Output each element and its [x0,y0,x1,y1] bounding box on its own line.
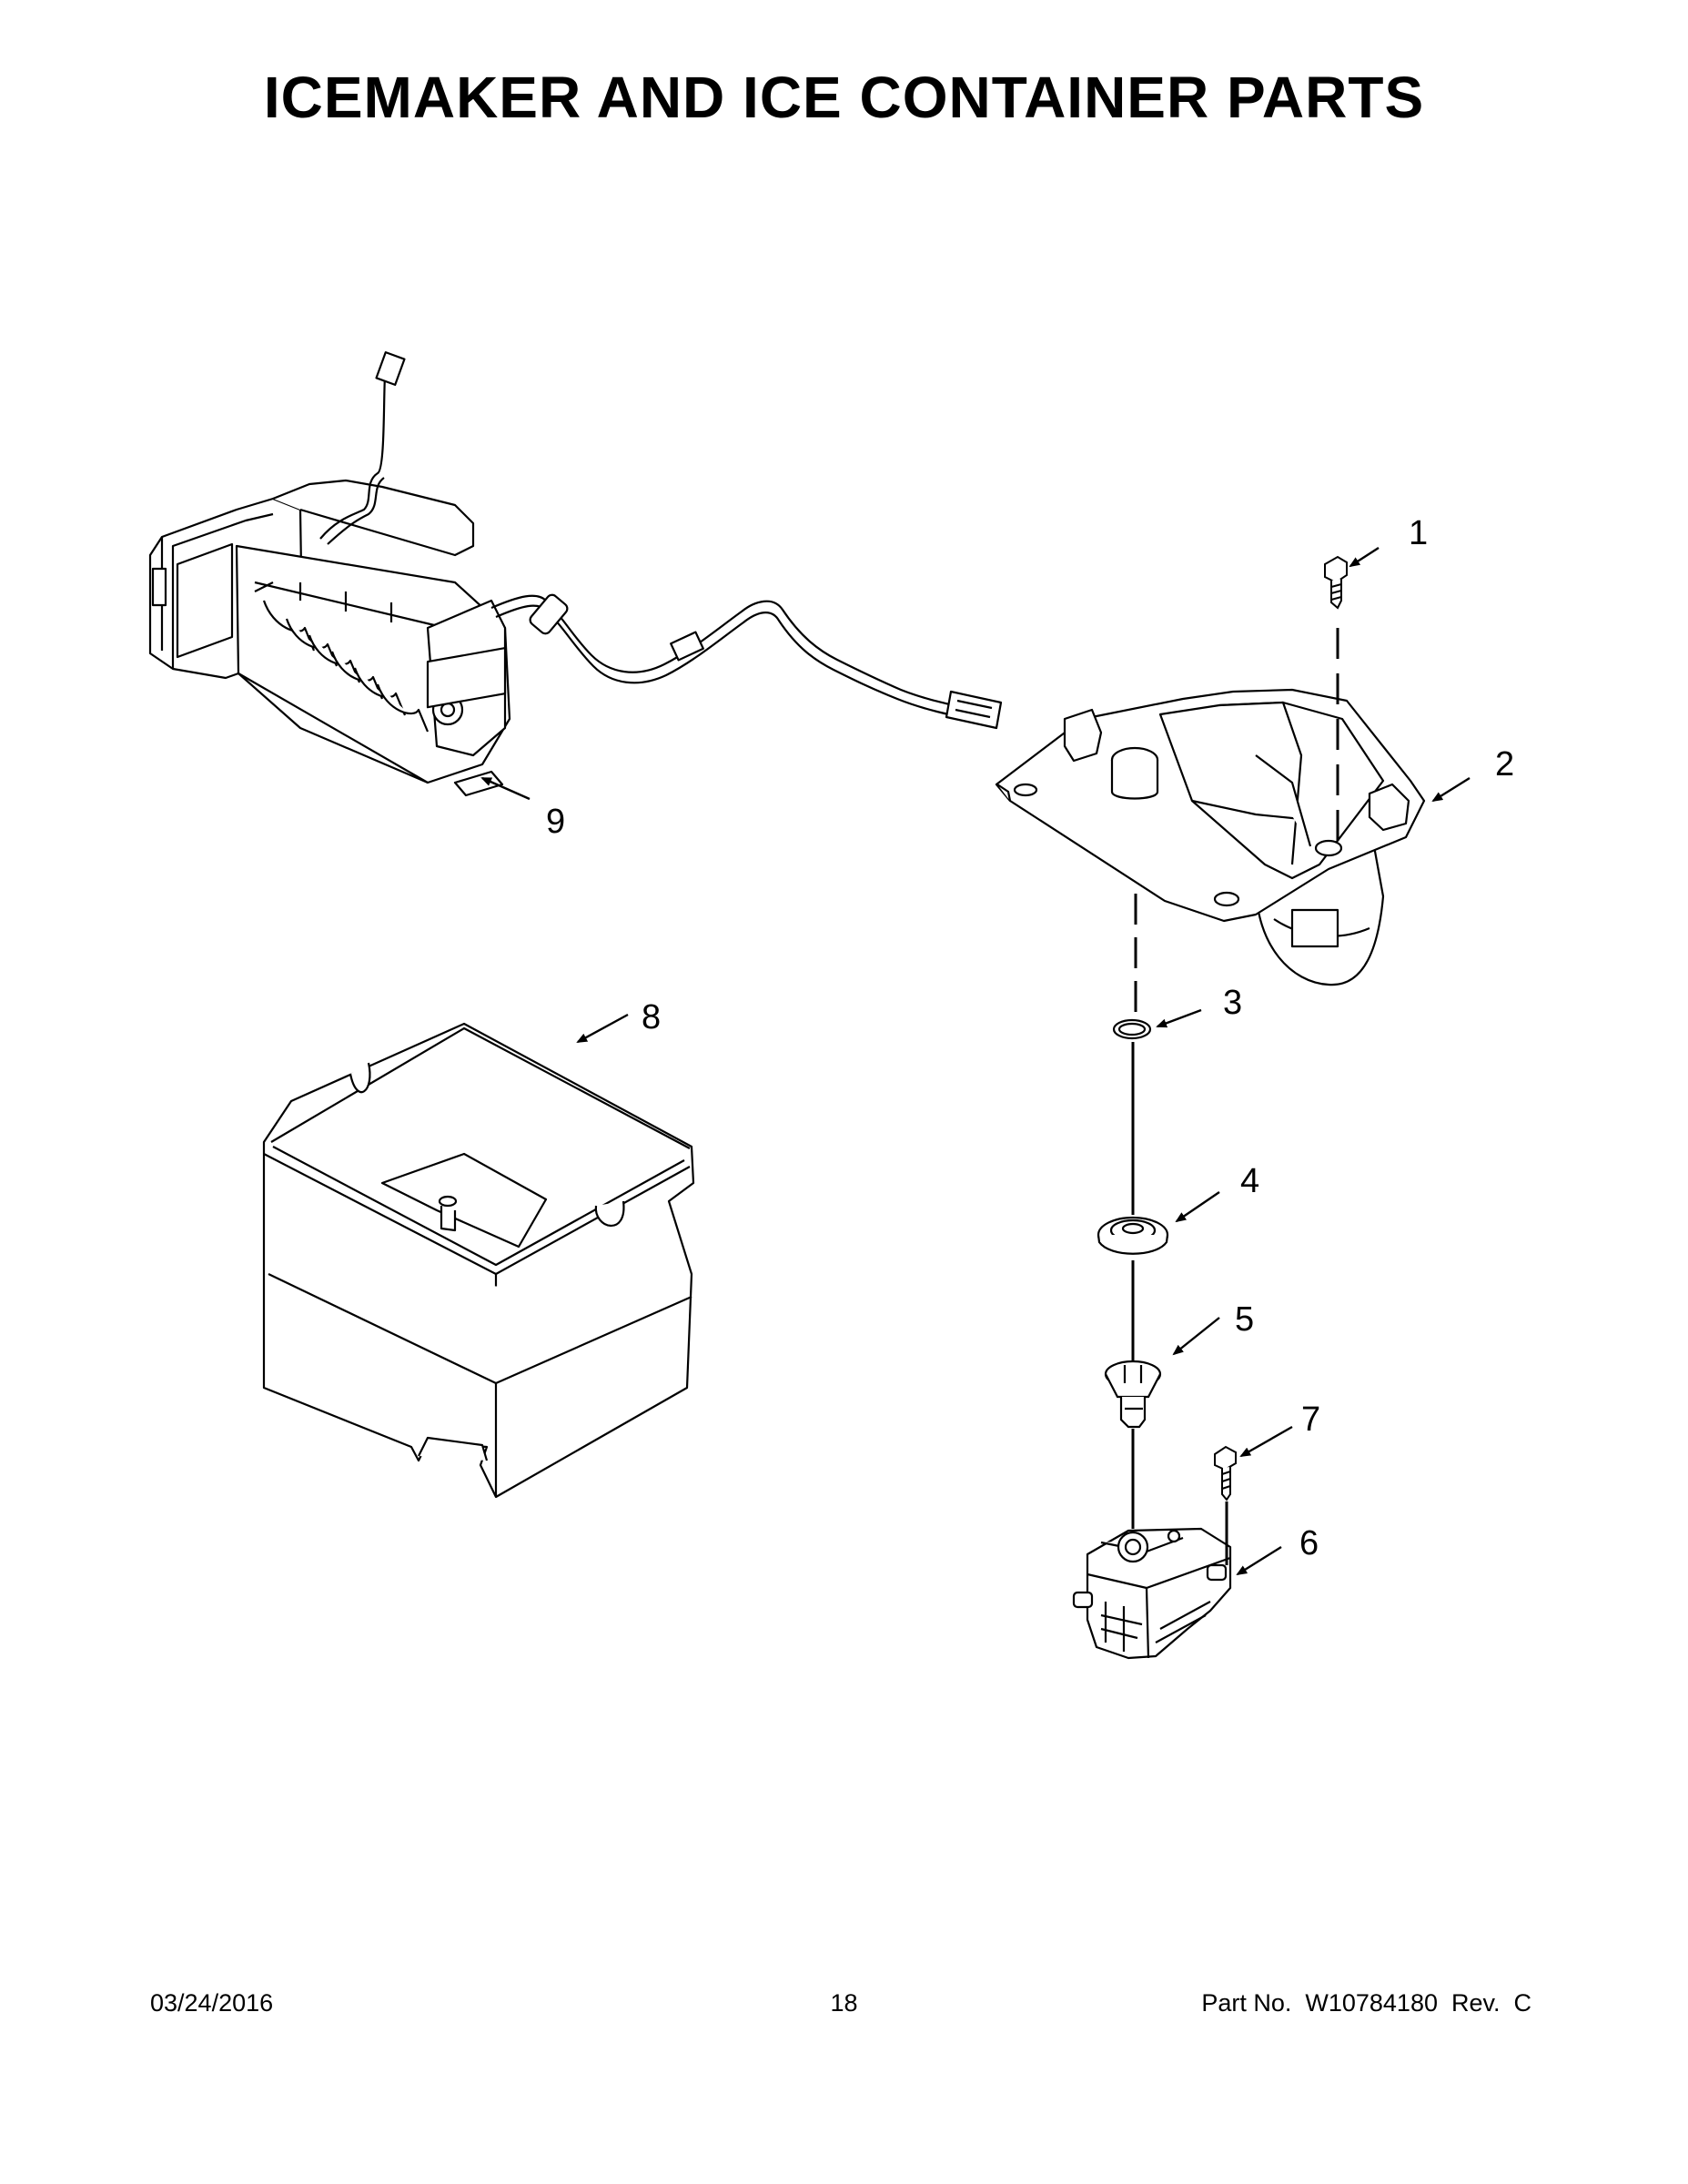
leader-arrow-2 [1431,776,1471,803]
icemaker-assembly-drawing [148,351,1003,797]
page-title: ICEMAKER AND ICE CONTAINER PARTS [263,65,1425,130]
assembly-centerlines [1131,628,1339,1565]
callout-number-7: 7 [1301,1400,1320,1439]
callout-number-5: 5 [1235,1300,1254,1339]
ice-chute-housing-drawing [995,688,1426,986]
ice-container-drawing [262,1022,695,1499]
callout-leaders [480,546,1471,1576]
coupler-drawing [1104,1360,1162,1429]
leader-arrow-1 [1349,546,1380,568]
callout-number-6: 6 [1299,1524,1319,1562]
leader-arrow-3 [1156,1008,1202,1028]
bearing-drawing [1097,1216,1169,1255]
leader-arrow-6 [1236,1545,1282,1576]
o-ring-drawing [1112,1018,1152,1040]
auger-motor-drawing [1072,1527,1232,1660]
footer-date: 03/24/2016 [150,1989,274,2017]
leader-arrow-8 [576,1013,629,1044]
footer-part-number-text: Part No. W10784180 Rev. C [1201,1989,1531,2017]
screw-7-drawing [1214,1445,1237,1502]
callout-number-3: 3 [1223,984,1242,1022]
screw-1-drawing [1324,555,1348,610]
leader-arrow-7 [1239,1425,1293,1458]
footer-part-number: Part No. W10784180 Rev. C [1201,1989,1531,2017]
callout-number-8: 8 [642,998,661,1036]
leader-arrow-9 [480,776,531,801]
leader-arrow-4 [1175,1191,1220,1223]
footer-page-number: 18 [830,1989,858,2017]
callout-number-2: 2 [1495,745,1514,784]
callout-number-1: 1 [1409,514,1428,552]
callout-number-4: 4 [1240,1162,1259,1200]
leader-arrow-5 [1172,1317,1220,1356]
callout-number-9: 9 [546,803,565,841]
